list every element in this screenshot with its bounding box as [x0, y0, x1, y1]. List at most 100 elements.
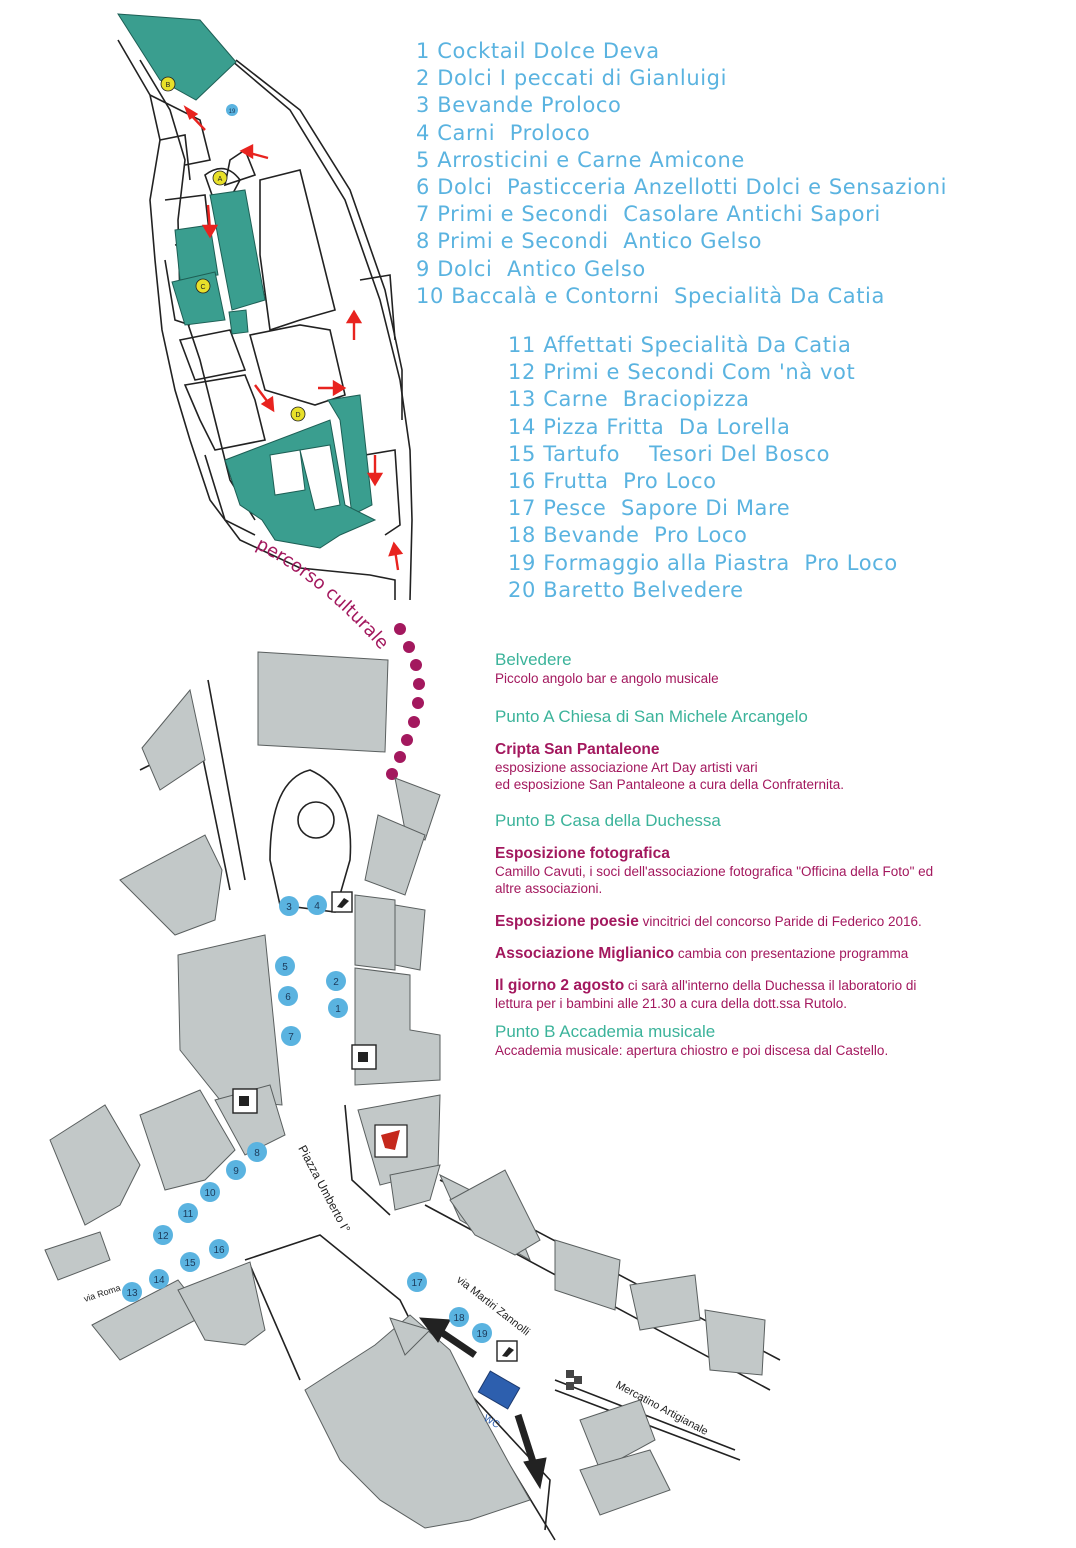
foto-text-1: Camillo Cavuti, i soci dell'associazione… [495, 864, 934, 879]
legend-item-9: 9 Dolci Antico Gelso [416, 256, 646, 281]
legend-item-16: 16 Frutta Pro Loco [508, 469, 717, 494]
percorso-dots [386, 623, 425, 780]
poesie-line: Esposizione poesie vincitrici del concor… [495, 913, 1065, 931]
stand-9 [226, 1160, 246, 1180]
foto-text-2: altre associazioni. [495, 881, 603, 896]
percorso-dot [410, 659, 422, 671]
legend-item-17: 17 Pesce Sapore Di Mare [508, 496, 791, 521]
poesie-text: vincitrici del concorso Paride di Federi… [638, 914, 922, 929]
stand-13-label: 13 [126, 1288, 138, 1299]
percorso-dot [394, 623, 406, 635]
stand-1-label: 1 [335, 1004, 341, 1015]
cripta-text-1: esposizione associazione Art Day artisti… [495, 760, 758, 775]
piazza-label: Piazza Umberto I° [295, 1143, 353, 1235]
stand-17-label: 17 [411, 1278, 423, 1289]
grey-buildings [44, 651, 766, 1529]
stand-13 [122, 1282, 142, 1302]
stand-5 [275, 956, 295, 976]
punto-a-title: Punto A Chiesa di San Michele Arcangelo [495, 707, 808, 726]
stand-19 [472, 1323, 492, 1343]
stand-17 [407, 1272, 427, 1292]
legend-item-4: 4 Carni Proloco [416, 120, 591, 145]
stand-10-label: 10 [204, 1188, 216, 1199]
legend-item-12: 12 Primi e Secondi Com 'nà vot [508, 360, 856, 385]
wc-icon [477, 1370, 521, 1410]
stand-14-label: 14 [153, 1275, 165, 1286]
foto-title: Esposizione fotografica [495, 845, 670, 862]
legend-item-2: 2 Dolci I peccati di Gianluigi [416, 66, 728, 91]
stand-2 [326, 971, 346, 991]
stand-8 [247, 1142, 267, 1162]
legend-item-6: 6 Dolci Pasticceria Anzellotti Dolci e S… [416, 175, 948, 200]
giorno-title: Il giorno 2 agosto [495, 977, 625, 994]
percorso-dot [403, 641, 415, 653]
stand-11 [178, 1203, 198, 1223]
stand-5-label: 5 [282, 962, 288, 973]
stands-legend-top: 1 Cocktail Dolce Deva 2 Dolci I peccati … [416, 38, 947, 310]
stand-15-label: 15 [184, 1258, 196, 1269]
map-icons: WC [232, 891, 582, 1431]
marker-b [160, 76, 176, 92]
coffee-cup-icon-1 [358, 1052, 368, 1062]
tap-icon-1 [337, 898, 349, 908]
stands-legend-bottom: 11 Affettati Specialità Da Catia 12 Prim… [508, 332, 898, 604]
belvedere-text: Piccolo angolo bar e angolo musicale [495, 671, 719, 686]
legend-item-14: 14 Pizza Fritta Da Lorella [508, 414, 791, 439]
stand-16 [209, 1239, 229, 1259]
percorso-dot [401, 734, 413, 746]
stand-14 [149, 1269, 169, 1289]
legend-item-15: 15 Tartufo Tesori Del Bosco [508, 441, 831, 466]
stand-12-label: 12 [157, 1231, 169, 1242]
stand-18 [449, 1307, 469, 1327]
stand-2-label: 2 [333, 977, 339, 988]
marker-a [212, 170, 228, 186]
miglianico-title: Associazione Miglianico [495, 945, 675, 962]
stand-7 [281, 1026, 301, 1046]
percorso-label: percorso culturale [253, 534, 393, 654]
legend-item-11: 11 Affettati Specialità Da Catia [508, 333, 852, 357]
via-martiri-label: via Martiri Zannolli [454, 1274, 532, 1338]
teal-buildings [117, 13, 377, 549]
stand-1 [328, 998, 348, 1018]
stand-9-label: 9 [233, 1166, 239, 1177]
stand-6-label: 6 [285, 992, 291, 1003]
marker-d-label: D [295, 412, 300, 419]
punto-b-title: Punto B Casa della Duchessa [495, 811, 721, 830]
stand-circles [122, 895, 492, 1343]
red-arrows [183, 105, 404, 571]
marker-c [195, 278, 211, 294]
stand-6 [278, 986, 298, 1006]
percorso-dot [412, 697, 424, 709]
via-roma-label: via Roma [83, 1283, 122, 1304]
legend-item-5: 5 Arrosticini e Carne Amicone [416, 147, 745, 172]
stand-3-label: 3 [286, 902, 292, 913]
marker-d [290, 406, 306, 422]
stand-20-top [226, 104, 238, 116]
stand-10 [200, 1182, 220, 1202]
legend-item-18: 18 Bevande Pro Loco [508, 523, 748, 548]
miglianico-text: cambia con presentazione programma [674, 946, 909, 961]
percorso-dot [408, 716, 420, 728]
stand-15 [180, 1252, 200, 1272]
legend-item-8: 8 Primi e Secondi Antico Gelso [416, 229, 763, 254]
accademia-text: Accademia musicale: apertura chiostro e … [495, 1043, 889, 1058]
stand-11-label: 11 [183, 1209, 194, 1220]
legend-item-7: 7 Primi e Secondi Casolare Antichi Sapor… [416, 202, 881, 227]
percorso-dot [386, 768, 398, 780]
stand-18-label: 18 [453, 1313, 465, 1324]
legend-item-1: 1 Cocktail Dolce Deva [416, 39, 660, 63]
legend-item-13: 13 Carne Braciopizza [508, 387, 750, 412]
upper-map [117, 39, 413, 601]
arrow-down-icon [523, 1457, 547, 1490]
stand-7-label: 7 [288, 1032, 294, 1043]
stand-labels: 3 4 5 6 7 2 1 8 9 10 11 12 16 15 14 13 1… [126, 901, 488, 1340]
punto-b-accademia-title: Punto B Accademia musicale [495, 1022, 716, 1041]
market-icon [566, 1370, 582, 1390]
stand-19-label: 19 [476, 1329, 488, 1340]
black-arrows [418, 1317, 547, 1490]
giorno-line: Il giorno 2 agosto ci sarà all'interno d… [495, 977, 1065, 995]
event-info: Belvedere Piccolo angolo bar e angolo mu… [495, 650, 1065, 1059]
miglianico-line: Associazione Miglianico cambia con prese… [495, 945, 1065, 963]
giorno-text-1: ci sarà all'interno della Duchessa il la… [624, 978, 917, 993]
cripta-text-2: ed esposizione San Pantaleone a cura del… [495, 777, 844, 792]
